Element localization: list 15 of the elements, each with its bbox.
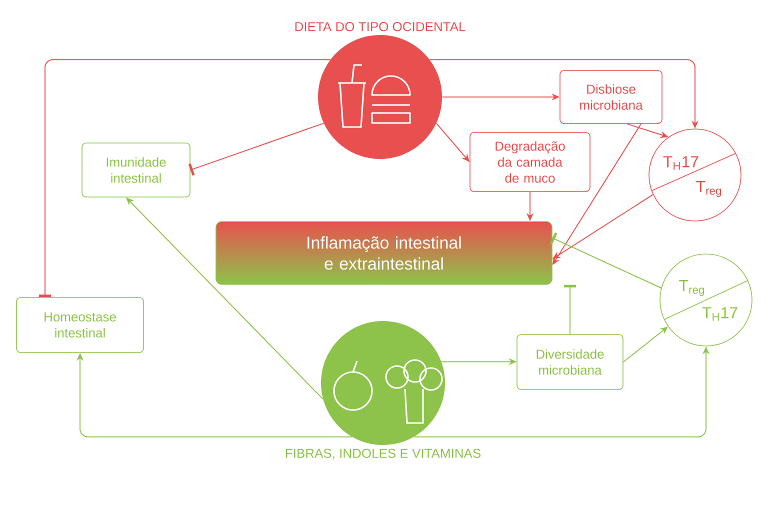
text-box: Diversidade microbiana	[516, 334, 624, 390]
text-box: Disbiose microbiana	[560, 70, 662, 124]
cell-label: T$_{H}$17	[663, 156, 698, 170]
arrow	[564, 284, 576, 335]
cell-label: T$_{H}$17	[702, 307, 738, 321]
cell-label: T$_{reg}$	[696, 181, 721, 197]
text-box: Degradação da camada de muco	[470, 132, 590, 192]
text-box: Imunidade intestinal	[82, 142, 190, 198]
outcome-box: Inflamação intestinal e extraintestinal	[216, 221, 552, 285]
arrow	[39, 59, 331, 298]
circle-heading: FIBRAS, INDOLES E VITAMINAS	[286, 448, 481, 460]
circle-heading: DIETA DO TIPO OCIDENTAL	[295, 22, 466, 32]
cell-label: T$_{reg}$	[679, 280, 704, 296]
arrow	[622, 326, 668, 362]
text-box: Homeostase intestinal	[16, 297, 144, 353]
